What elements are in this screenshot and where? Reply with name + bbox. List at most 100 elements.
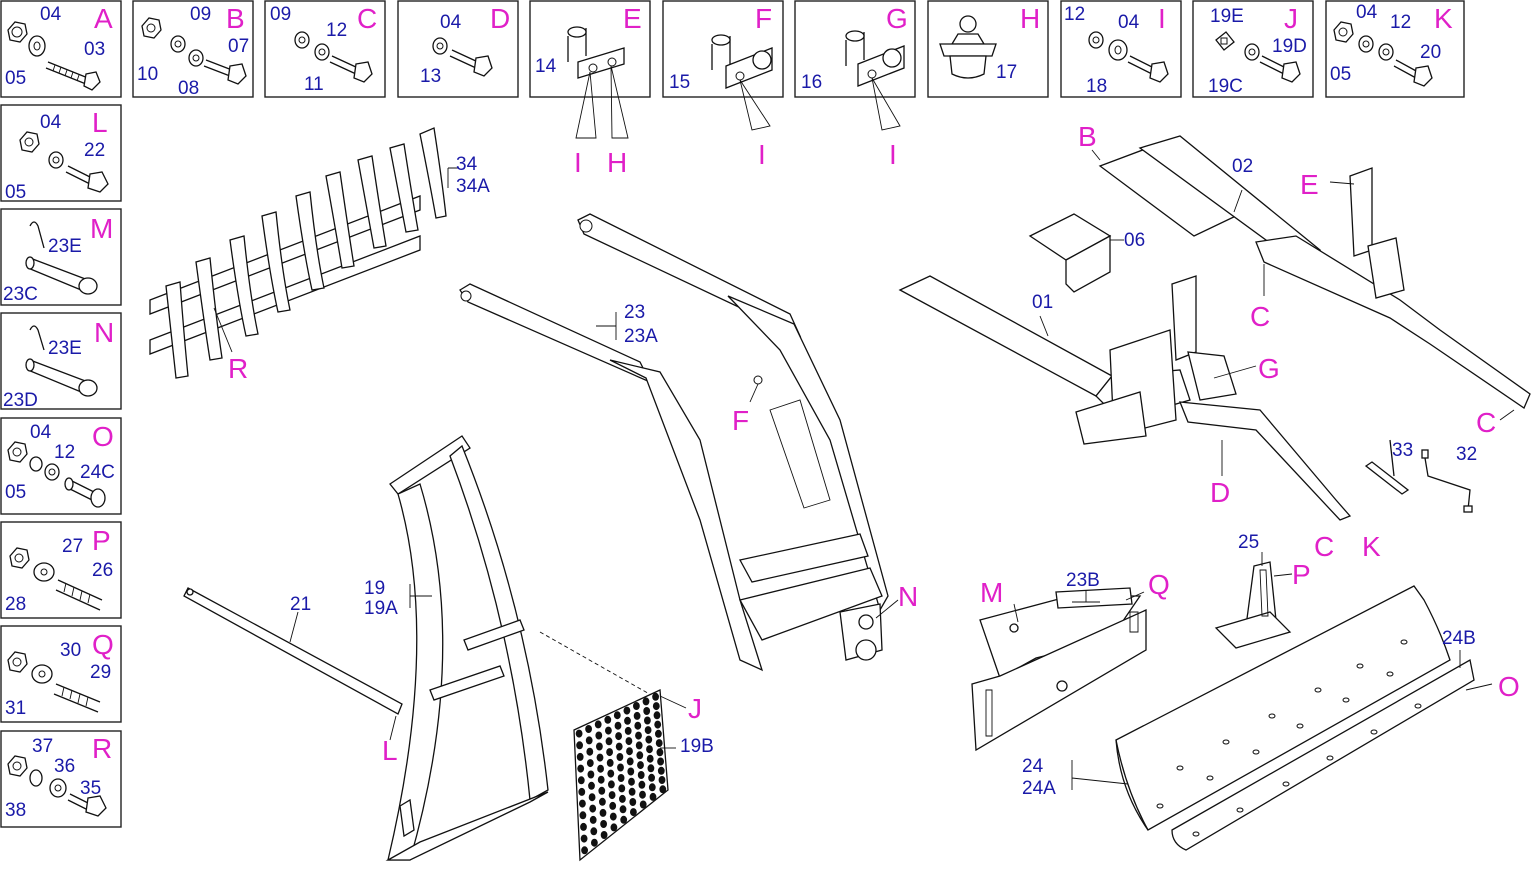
part-03: 03 <box>84 39 105 60</box>
rods-32-33: 33 32 <box>1364 439 1477 513</box>
screen-hole <box>626 757 634 766</box>
callout-letter-c: C <box>1314 531 1334 562</box>
blade-bolt-hole <box>1414 703 1422 709</box>
screen-hole <box>615 742 623 751</box>
screen-hole <box>656 748 664 757</box>
lift-arm-assembly: 23 23A F N <box>459 213 918 672</box>
part-19d: 19D <box>1272 36 1307 57</box>
main-frame-01: 01 G D C K <box>898 275 1381 562</box>
screen-hole <box>599 808 607 817</box>
detail-box-j: 19E 19D 19C J <box>1192 0 1314 98</box>
part-16: 16 <box>801 72 822 93</box>
screen-hole <box>634 721 642 730</box>
part-24c: 24C <box>80 462 115 483</box>
part-23b: 23B <box>1066 570 1100 591</box>
screen-hole <box>591 838 598 847</box>
screen-hole <box>637 771 645 779</box>
screen-hole <box>589 804 597 813</box>
part-19a: 19A <box>364 598 398 619</box>
part-06: 06 <box>1124 230 1145 251</box>
blade-post-25: 25 P <box>1214 532 1311 649</box>
blade-bolt-hole <box>1176 765 1184 771</box>
part-04: 04 <box>1118 12 1140 33</box>
callout-letter-k: K <box>1362 531 1381 562</box>
callout-letter-d: D <box>1210 477 1230 508</box>
screen-hole <box>625 737 633 746</box>
screen-hole <box>658 776 666 784</box>
screen-hole <box>576 752 584 761</box>
screen-hole <box>585 725 592 733</box>
callout-letter-n: N <box>898 581 918 612</box>
callout-letter-g: G <box>1258 353 1280 384</box>
part-15: 15 <box>669 72 690 93</box>
screen-hole <box>643 707 651 715</box>
box-letter-b: B <box>226 3 245 34</box>
part-24: 24 <box>1022 756 1044 777</box>
part-21: 21 <box>290 594 311 615</box>
part-20: 20 <box>1420 42 1441 63</box>
part-19: 19 <box>364 578 385 599</box>
box-letter-l: L <box>92 107 108 138</box>
detail-box-r: 37 36 35 38 R <box>0 730 122 828</box>
rake-assembly: 34 34A R <box>149 127 490 384</box>
callout-letter-c: C <box>1476 407 1496 438</box>
part-12: 12 <box>54 442 75 463</box>
blade-bolt-hole <box>1326 755 1334 761</box>
detail-box-e: 14 E I H <box>529 0 651 178</box>
screen-hole <box>600 820 607 828</box>
screen-hole <box>636 751 644 760</box>
screen-hole <box>644 726 652 735</box>
part-22: 22 <box>84 140 105 161</box>
support-rod: 21 L <box>183 587 403 766</box>
detail-box-h: 17 H <box>927 0 1049 98</box>
blade-bolt-hole <box>1400 639 1408 645</box>
detail-box-a: 04 05 03 A <box>0 0 122 98</box>
washer-icon <box>28 35 46 57</box>
screen-hole <box>588 793 596 802</box>
part-11: 11 <box>304 74 324 95</box>
part-05: 05 <box>5 482 26 503</box>
part-18: 18 <box>1086 76 1107 97</box>
callout-letter-e: E <box>1300 169 1319 200</box>
dozer-blade-24: 24 24A 24B O <box>1022 585 1520 851</box>
part-24a: 24A <box>1022 778 1056 799</box>
blade-bolt-hole <box>1222 739 1230 745</box>
part-23d: 23D <box>3 390 38 411</box>
box-letter-h: H <box>1020 3 1040 34</box>
part-38: 38 <box>5 800 26 821</box>
blade-bolt-hole <box>1282 781 1290 787</box>
detail-box-b: 09 10 08 07 B <box>132 0 254 99</box>
blade-bolt-hole <box>1268 713 1276 719</box>
screen-hole <box>644 716 651 725</box>
screen-hole <box>633 702 640 710</box>
screen-panel: J 19B <box>573 689 714 862</box>
part-37: 37 <box>32 736 53 757</box>
blade-bolt-hole <box>1296 723 1304 729</box>
part-34a: 34A <box>456 176 490 197</box>
callout-letter-i: I <box>889 139 897 170</box>
screen-hole <box>600 831 608 839</box>
part-25: 25 <box>1238 532 1259 553</box>
screen-hole <box>607 769 615 778</box>
screen-hole <box>585 736 593 745</box>
callout-letter-q: Q <box>1148 569 1170 600</box>
part-32: 32 <box>1456 444 1477 465</box>
screen-hole <box>619 794 626 803</box>
part-19b: 19B <box>680 736 714 757</box>
box-letter-i: I <box>1158 3 1166 34</box>
screen-hole <box>657 757 664 766</box>
part-23e: 23E <box>48 338 82 359</box>
detail-box-m: 23E 23C M <box>0 208 122 306</box>
callout-letter-r: R <box>228 353 248 384</box>
screen-hole <box>655 729 662 738</box>
blade-bolt-hole <box>1342 697 1350 703</box>
box-letter-n: N <box>94 317 114 348</box>
part-04: 04 <box>440 12 462 33</box>
callout-letter-j: J <box>688 693 702 724</box>
screen-hole <box>614 721 622 730</box>
blade-bolt-hole <box>1370 729 1378 735</box>
screen-hole <box>639 790 646 799</box>
part-10: 10 <box>137 64 158 85</box>
screen-hole <box>654 720 662 729</box>
